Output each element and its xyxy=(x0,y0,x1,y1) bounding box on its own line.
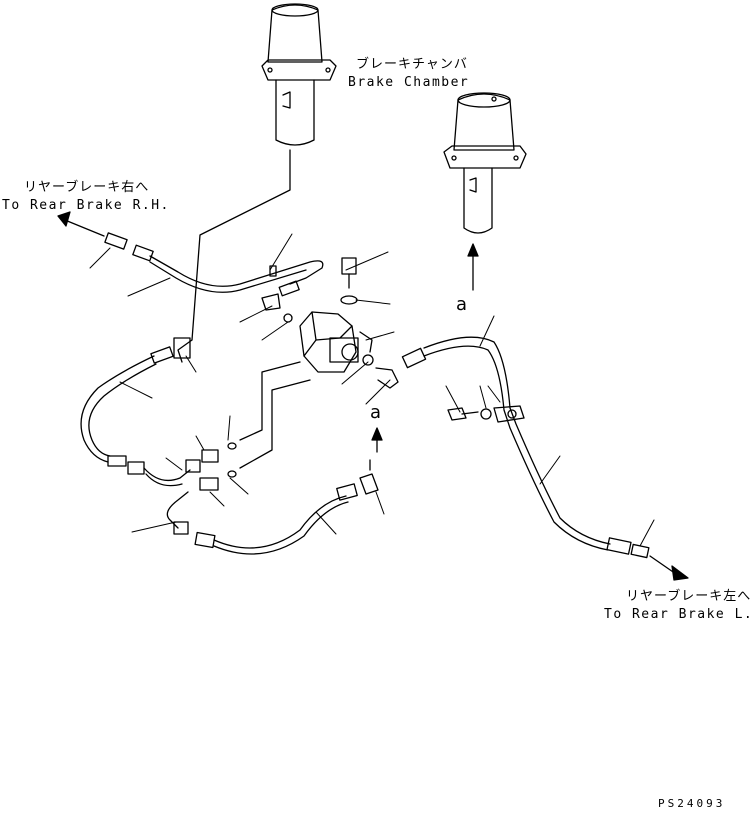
hose-upper-chamber xyxy=(191,149,291,341)
brake-chamber-label-jp: ブレーキチャンバ xyxy=(356,57,468,72)
view-marker-lower: a xyxy=(370,402,382,423)
rear-lh-label-jp: リヤーブレーキ左へ xyxy=(626,589,752,604)
relay-valve xyxy=(299,311,399,389)
rear-rh-pipe xyxy=(57,211,324,293)
bolt-washer xyxy=(340,257,358,305)
pipe-clamp xyxy=(447,405,525,423)
view-arrow-upper xyxy=(467,243,479,291)
fitting-cluster-top xyxy=(261,280,300,323)
view-arrow-lower xyxy=(371,427,383,453)
left-loop-pipe xyxy=(80,337,219,487)
brake-chamber-right xyxy=(443,92,527,234)
rear-lh-pipe xyxy=(401,336,689,581)
drawing-code: PS24093 xyxy=(658,797,726,810)
valve-port-lines xyxy=(227,361,311,478)
brake-chamber-upper xyxy=(261,3,337,146)
rear-rh-label-jp: リヤーブレーキ右へ xyxy=(24,180,150,195)
brake-chamber-label-en: Brake Chamber xyxy=(348,75,470,90)
rear-lh-label-en: To Rear Brake L.H. xyxy=(604,607,754,622)
view-marker-upper: a xyxy=(456,294,468,315)
leader-lines xyxy=(89,233,655,547)
rear-rh-label-en: To Rear Brake R.H. xyxy=(2,198,170,213)
lower-pipe xyxy=(166,459,379,555)
